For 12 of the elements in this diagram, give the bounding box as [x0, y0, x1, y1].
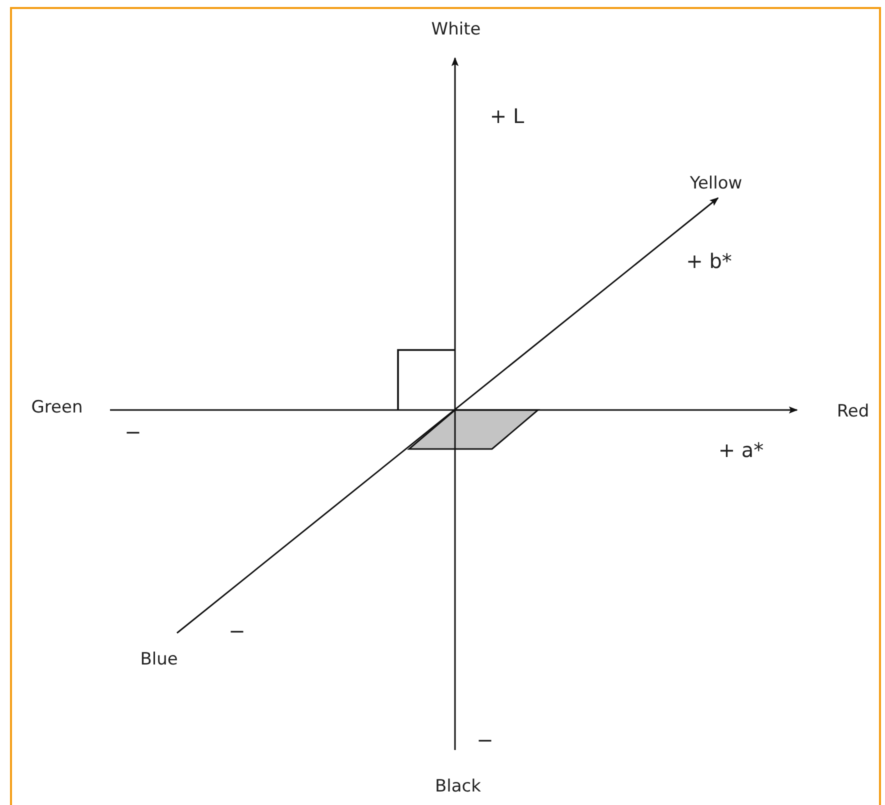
axis-label: White	[431, 22, 481, 38]
axis-sign: −	[124, 422, 142, 442]
axis-sign: + b*	[686, 251, 732, 271]
axis-sign: −	[228, 621, 246, 641]
axis-label: Red	[836, 404, 870, 420]
axis-label: Yellow	[690, 176, 742, 192]
axis-sign: −	[476, 730, 494, 750]
axis-label: Blue	[140, 652, 178, 668]
axis-label: Green	[31, 400, 83, 416]
axis-sign: + a*	[718, 440, 764, 460]
axis-sign: + L	[490, 106, 524, 126]
axis-label: Black	[435, 778, 481, 796]
